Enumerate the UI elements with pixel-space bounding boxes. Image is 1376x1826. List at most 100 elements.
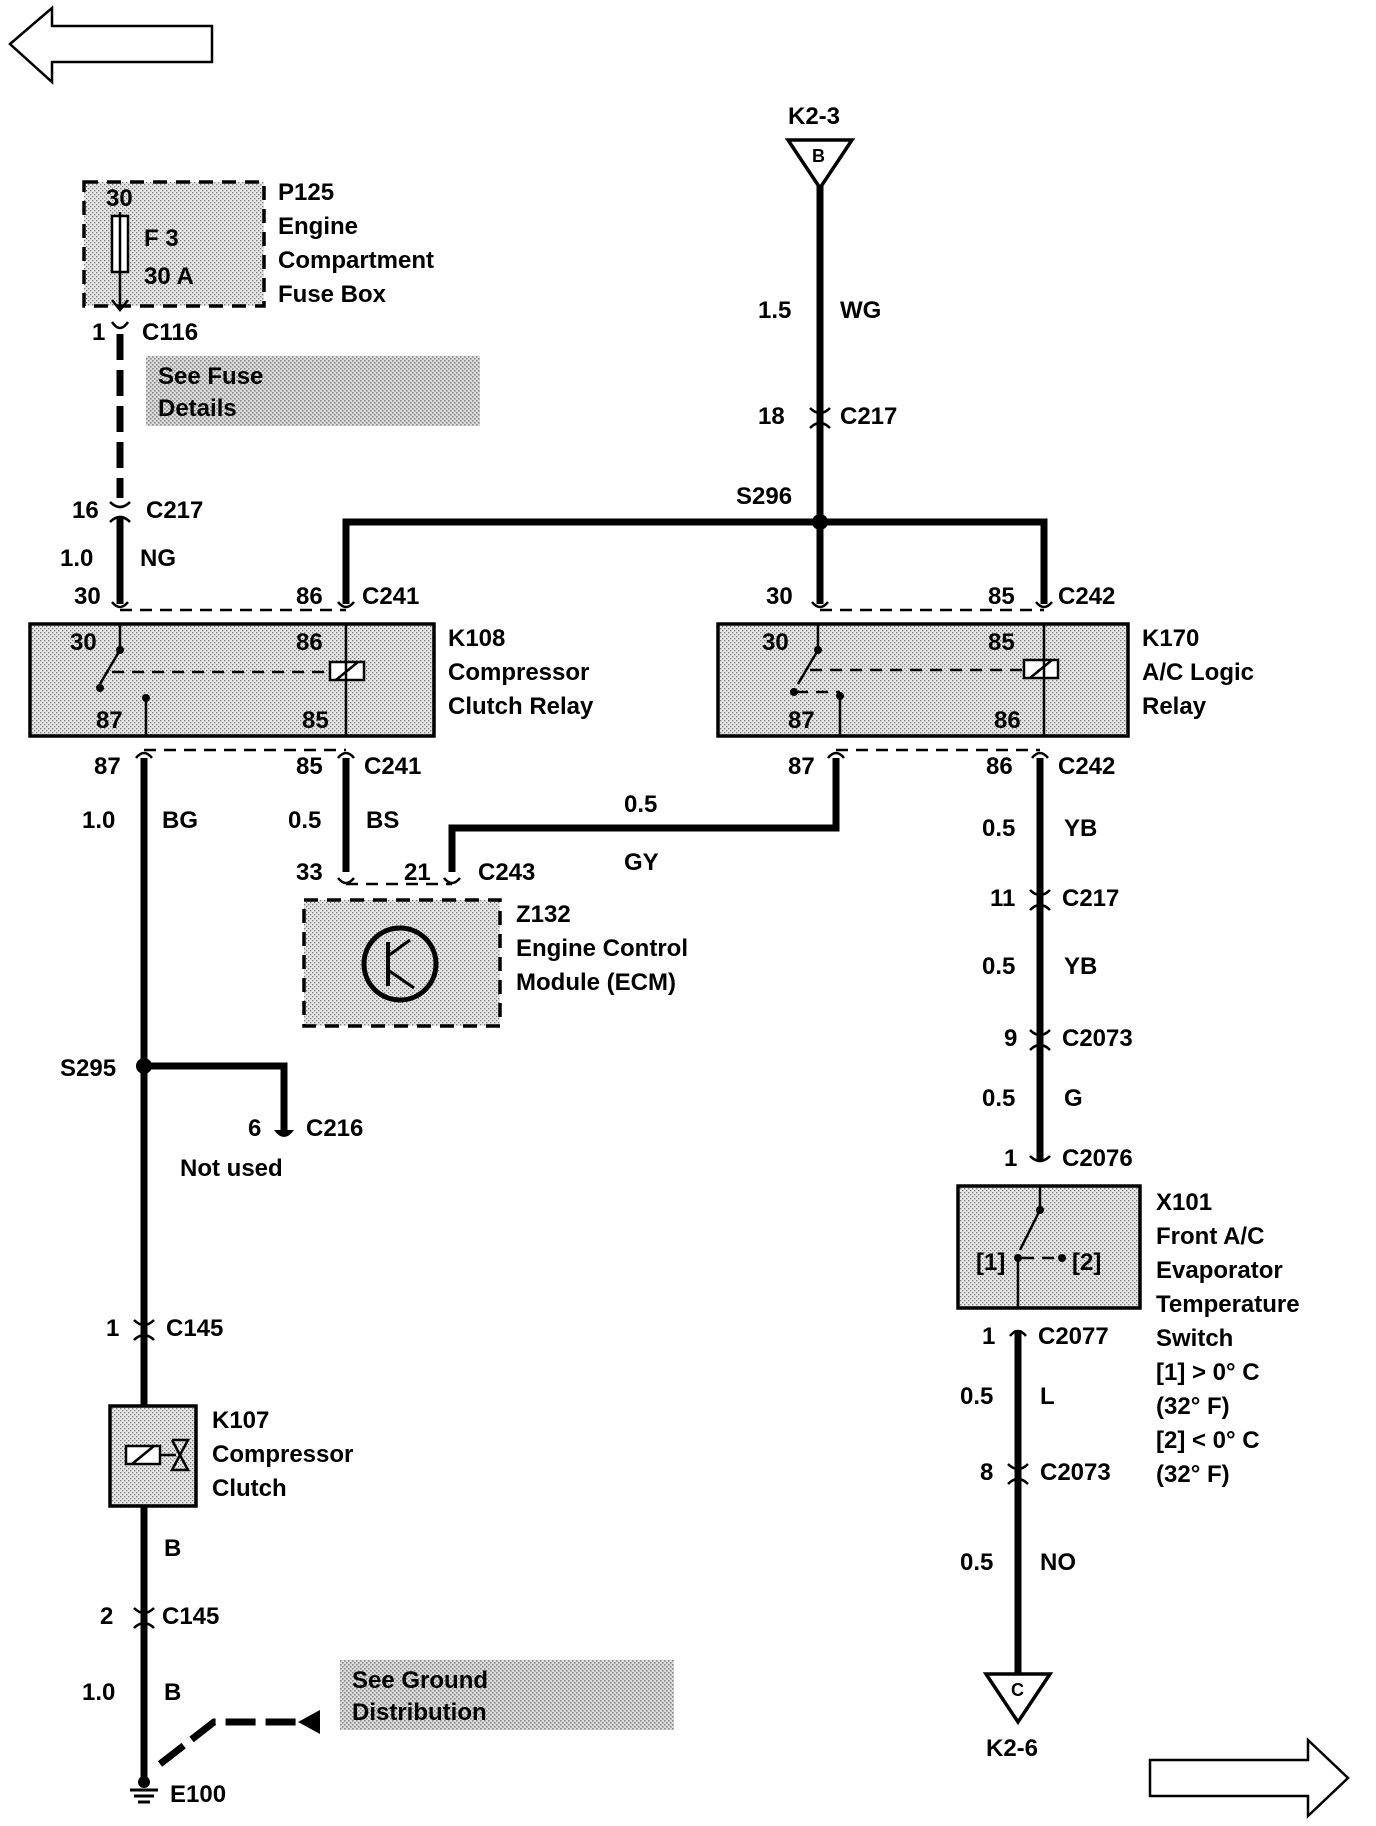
ecm-id: Z132 [516,901,571,928]
wire-bs-size: 0.5 [288,807,321,834]
fusebox-name-1: Engine [278,213,358,240]
c116-pin: 1 [92,319,105,346]
k108-bottom-pin87: 87 [94,753,121,780]
fusebox-name-2: Compartment [278,247,434,274]
c145-top-connector: C145 [166,1315,223,1342]
wire-l-color: L [1040,1383,1055,1410]
k108-compressor-clutch-relay: 30 86 87 85 [28,622,436,738]
splice-s296 [812,514,828,530]
c145-top-connector-symbol [133,1319,155,1341]
k170-bottom-connector: C242 [1058,753,1115,780]
ground-e100-icon [130,1776,158,1804]
wire-gy-size: 0.5 [624,791,657,818]
wire-b2-color: B [164,1679,181,1706]
c145-bottom-connector: C145 [162,1603,219,1630]
fuse-pin-30: 30 [106,185,133,212]
c145-top-pin: 1 [106,1315,119,1342]
fuse-number: F 3 [144,225,179,252]
k170-top-connector: C242 [1058,583,1115,610]
c216-connector-symbol [274,1130,294,1137]
x101-state-1-f: (32° F) [1156,1393,1230,1420]
k107-id: K107 [212,1407,269,1434]
k170-bottom-pin86: 86 [986,753,1013,780]
fusebox-id: P125 [278,179,334,206]
wire-yb2-color: YB [1064,953,1097,980]
c217-left-connector-symbol [109,501,131,523]
ecm-name-1: Engine Control [516,935,688,962]
wire-b2-size: 1.0 [82,1679,115,1706]
k108-name-1: Compressor [448,659,589,686]
wire-gy-color: GY [624,849,659,876]
c145-bottom-connector-symbol [133,1607,155,1629]
c243-connector: C243 [478,859,535,886]
c2073-top-connector-symbol [1029,1029,1051,1051]
k108-top-pin86: 86 [296,583,323,610]
fusebox-name-3: Fuse Box [278,281,387,308]
k170-pin86: 86 [994,707,1021,734]
k2-6-connector-triangle [982,1672,1054,1726]
fuse-rating: 30 A [144,263,194,290]
c216-not-used: Not used [180,1155,283,1182]
fuse-details-link[interactable] [146,356,480,426]
wire-yb1-size: 0.5 [982,815,1015,842]
fuse-details-line1: See Fuse [158,363,263,390]
c2077-pin: 1 [982,1323,995,1350]
x101-state-2-f: (32° F) [1156,1461,1230,1488]
wire-yb2-size: 0.5 [982,953,1015,980]
wire-l-size: 0.5 [960,1383,993,1410]
k170-top-pin85: 85 [988,583,1015,610]
wire-g-size: 0.5 [982,1085,1015,1112]
ecm-name-2: Module (ECM) [516,969,676,996]
c2073-top-connector: C2073 [1062,1025,1133,1052]
x101-state-2: [2] < 0° C [1156,1427,1260,1454]
ground-e100-label: E100 [170,1781,226,1808]
x101-tag2: [2] [1072,1249,1101,1276]
k170-pin85: 85 [988,629,1015,656]
k170-bottom-pin87: 87 [788,753,815,780]
k2-6-label: K2-6 [986,1735,1038,1762]
c2076-connector: C2076 [1062,1145,1133,1172]
c2073-bottom-connector-symbol [1007,1463,1029,1485]
c217-right-pin: 11 [990,885,1015,912]
k108-name-2: Clutch Relay [448,693,594,720]
x101-id: X101 [1156,1189,1212,1216]
c216-connector: C216 [306,1115,363,1142]
c217-top-connector-symbol [809,407,831,429]
k107-compressor-clutch [108,1404,198,1508]
k170-id: K170 [1142,625,1199,652]
k108-pin85: 85 [302,707,329,734]
c217-top-connector: C217 [840,403,897,430]
splice-s295-label: S295 [60,1055,116,1082]
fuse-box-p125: 30 F 3 30 A [82,180,266,313]
x101-name-3: Temperature [1156,1291,1300,1318]
wire-bs-color: BS [366,807,399,834]
wire-bg-size: 1.0 [82,807,115,834]
wire-no-color: NO [1040,1549,1076,1576]
wire-wg-size: 1.5 [758,297,791,324]
c217-left-pin: 16 [72,497,99,524]
k108-pin30: 30 [70,629,97,656]
k107-name-1: Compressor [212,1441,353,1468]
back-arrow-button[interactable] [8,5,214,85]
ground-note-line2: Distribution [352,1699,487,1726]
ground-note-line1: See Ground [352,1667,488,1694]
k108-bottom-connector: C241 [364,753,421,780]
ground-distribution-link[interactable] [340,1660,674,1730]
fuse-details-line2: Details [158,395,237,422]
c2073-bottom-pin: 8 [980,1459,993,1486]
c2073-bottom-connector: C2073 [1040,1459,1111,1486]
c116-connector: C116 [142,319,198,346]
wire-wg-color: WG [840,297,881,324]
wire-splice-bus [342,518,1048,604]
x101-evaporator-temperature-switch: [1] [2] [956,1184,1142,1310]
wire-ground-distribution [157,1718,306,1767]
c145-bottom-pin: 2 [100,1603,113,1630]
k107-name-2: Clutch [212,1475,287,1502]
k108-top-connector: C241 [362,583,419,610]
k170-pin30: 30 [762,629,789,656]
splice-s296-label: S296 [736,483,792,510]
wire-bg-color: BG [162,807,198,834]
next-arrow-button[interactable] [1148,1737,1350,1819]
left-arrow-icon [8,5,214,85]
